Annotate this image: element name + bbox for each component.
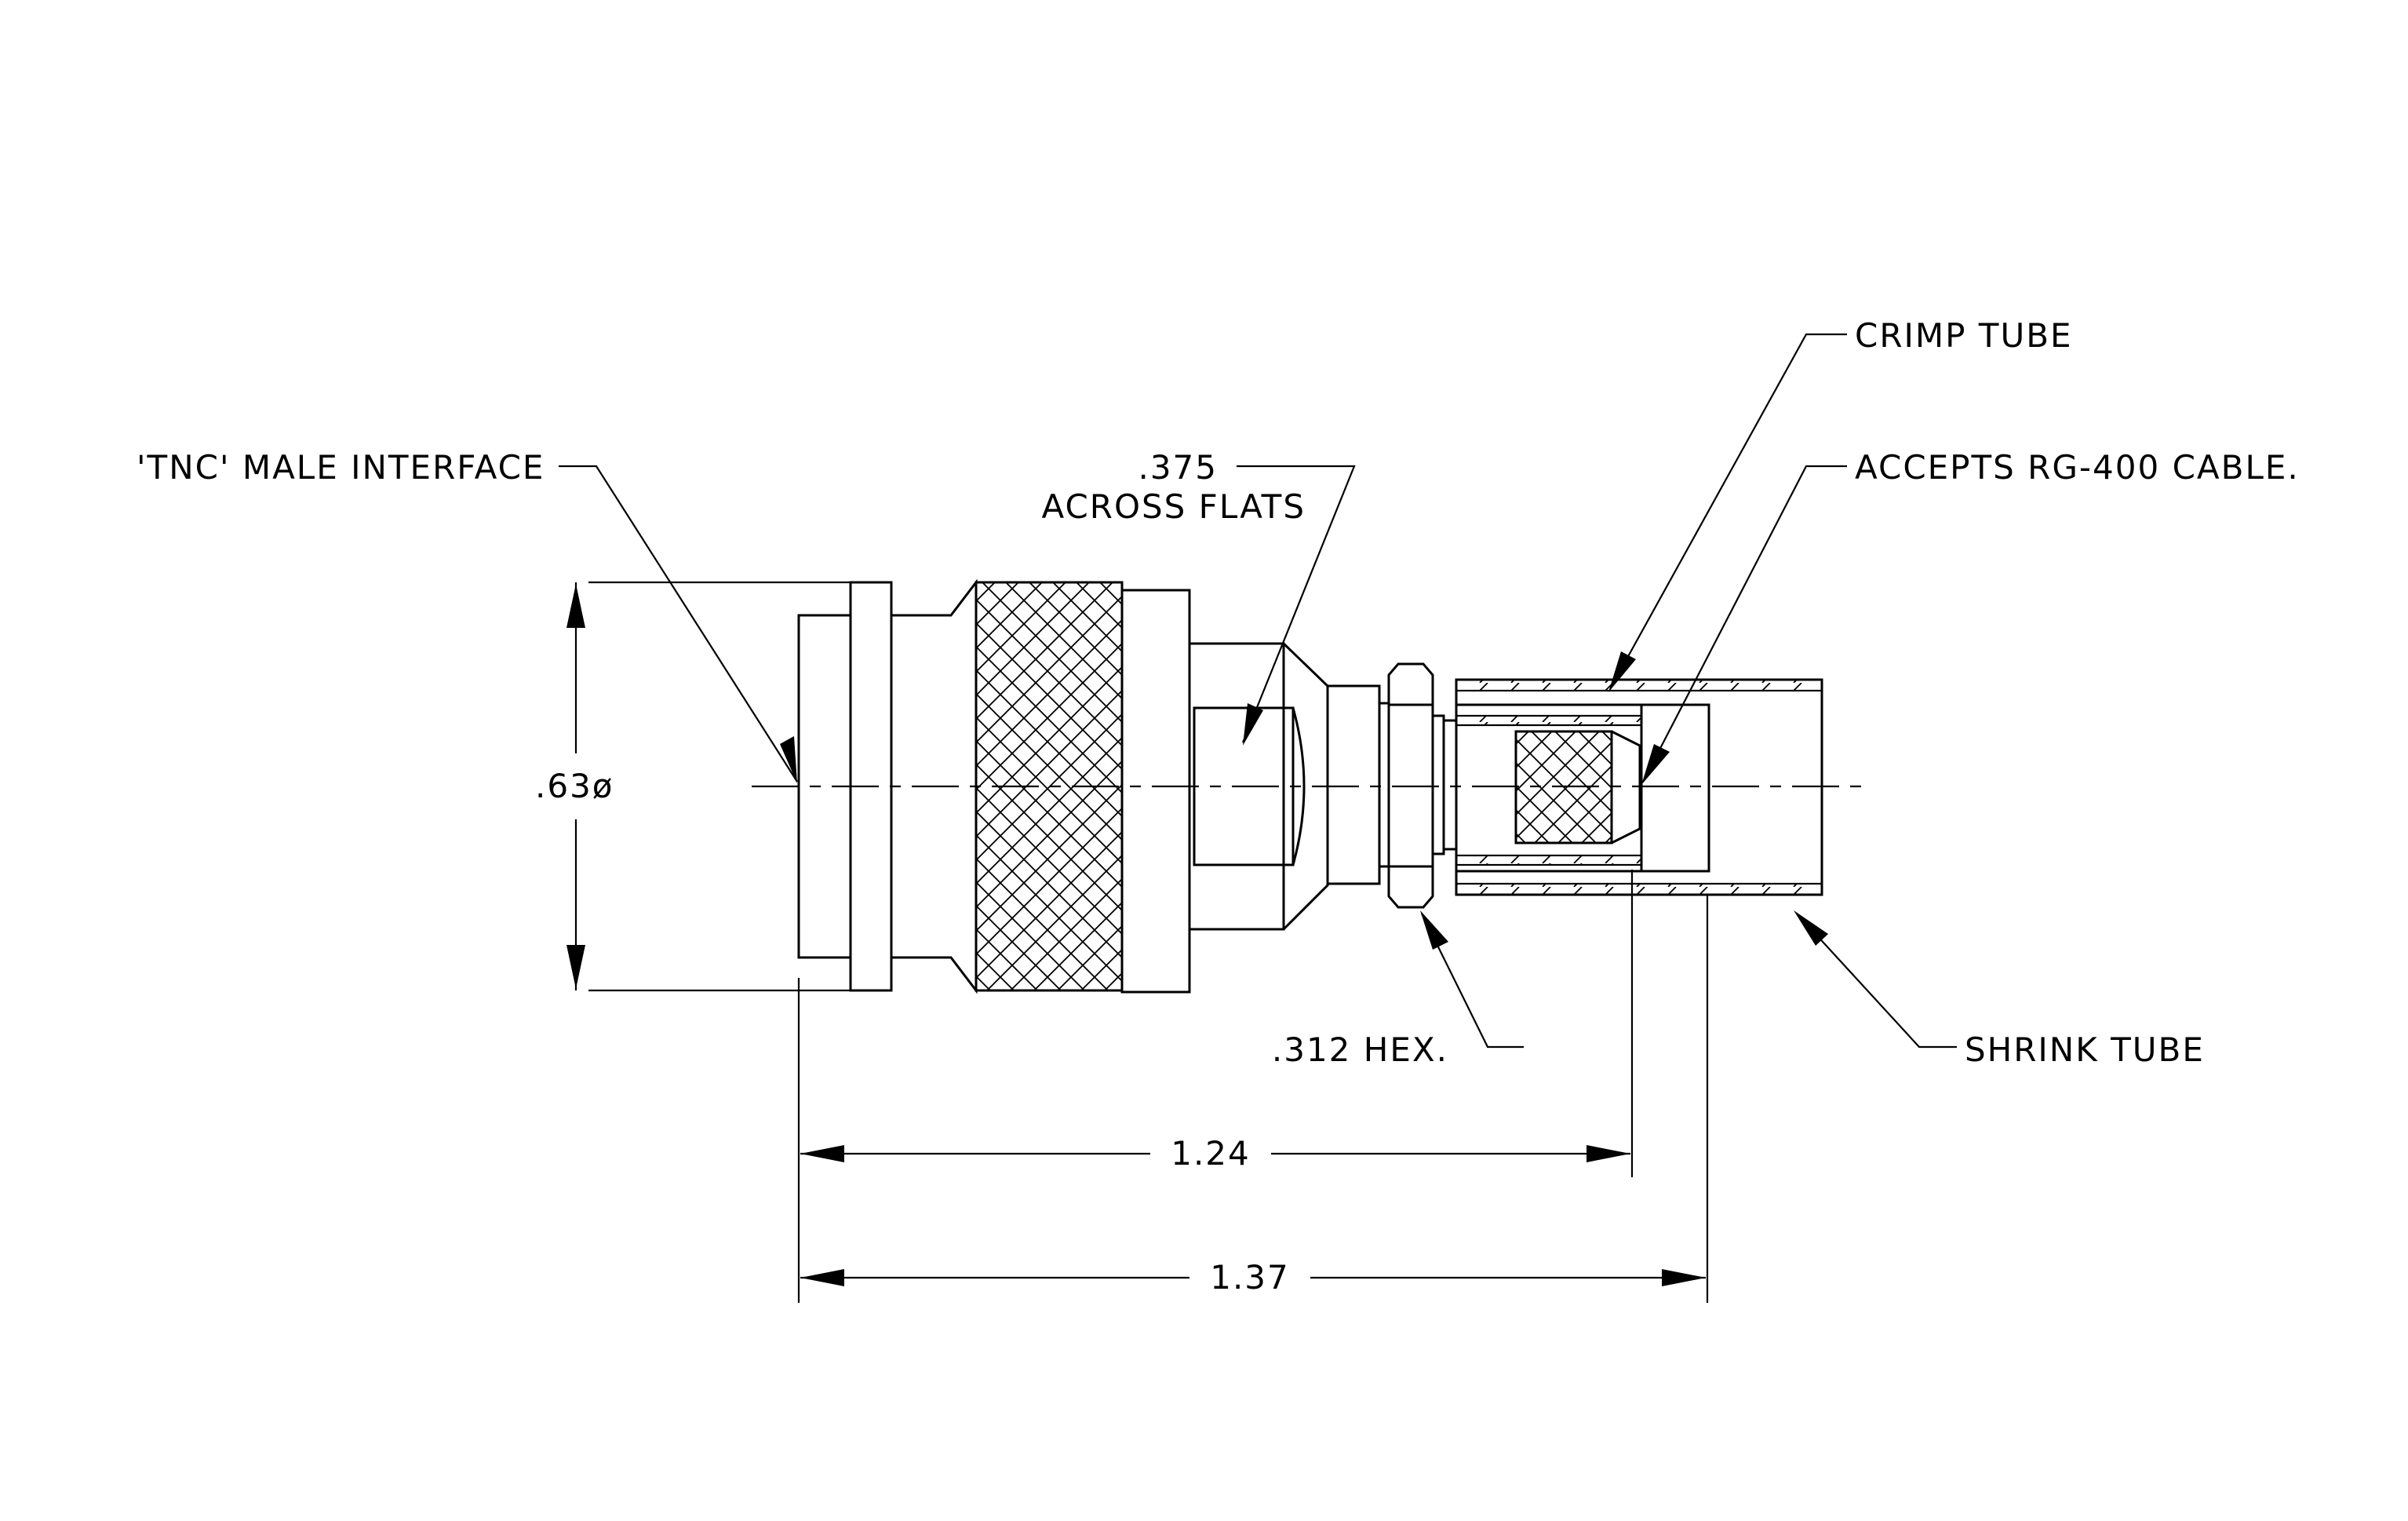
shrink-tube-wall-bottom [1455, 882, 1823, 896]
rear-body [1120, 589, 1191, 994]
accepts-cable-label: ACCEPTS RG-400 CABLE. [1855, 448, 2300, 487]
hex-label: .312 HEX. [1272, 1030, 1448, 1069]
crimp-tube-label: CRIMP TUBE [1855, 316, 2073, 355]
crimp-tube-wall-bottom [1455, 854, 1643, 866]
hex-nut [1387, 662, 1434, 909]
length-dimensions: 1.24 1.37 [797, 870, 1709, 1303]
diameter-label: .63ø [535, 767, 614, 805]
flat-curve [1291, 707, 1306, 866]
leaders: 'TNC' MALE INTERFACE .375 ACROSS FLATS C… [137, 316, 2300, 1069]
across-flats-text: ACROSS FLATS [1041, 487, 1306, 526]
diameter-dimension: .63ø [535, 581, 851, 992]
neck [1326, 684, 1381, 885]
collar [1431, 714, 1445, 855]
length-overall-label: 1.37 [1210, 1258, 1290, 1297]
crimp-tube [1455, 703, 1710, 873]
across-flats-value: .375 [1138, 448, 1218, 487]
length-crimp-label: 1.24 [1171, 1134, 1251, 1173]
neck-step [1379, 702, 1390, 868]
shrink-tube-wall-top [1455, 678, 1823, 692]
crimp-tube-wall-top [1455, 714, 1643, 727]
shrink-tube-label: SHRINK TUBE [1965, 1030, 2205, 1069]
tnc-interface-label: 'TNC' MALE INTERFACE [137, 448, 545, 487]
